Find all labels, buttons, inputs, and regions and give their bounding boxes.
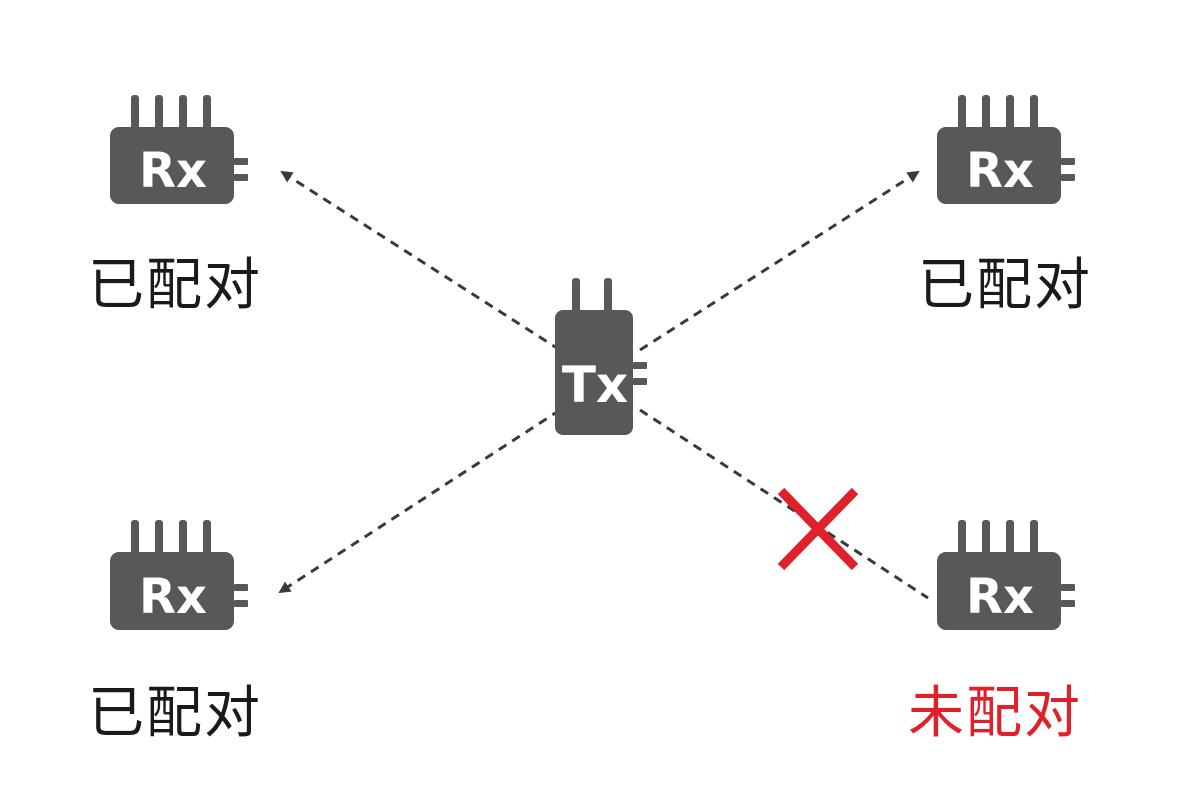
connector-icon bbox=[1061, 158, 1075, 165]
receiver-label: Rx bbox=[966, 569, 1034, 625]
connector-icon bbox=[234, 600, 248, 607]
antenna-icon bbox=[958, 520, 966, 560]
antenna-icon bbox=[1006, 520, 1014, 560]
connector-icon bbox=[1061, 584, 1075, 591]
receiver-device: Rx bbox=[110, 520, 248, 630]
connector-icon bbox=[234, 158, 248, 165]
dashed-arrow-icon bbox=[278, 408, 561, 594]
receiver-label: Rx bbox=[139, 143, 207, 199]
antenna-icon bbox=[131, 95, 139, 135]
connector-icon bbox=[234, 174, 248, 181]
dashed-arrow-icon bbox=[280, 170, 561, 352]
status-label-paired: 已配对 bbox=[88, 681, 262, 746]
transmitter-label: Tx bbox=[562, 356, 628, 414]
antenna-icon bbox=[1030, 95, 1038, 135]
status-label-unpaired: 未配对 bbox=[908, 681, 1082, 746]
antenna-icon bbox=[982, 520, 990, 560]
connector-icon bbox=[234, 584, 248, 591]
antenna-icon bbox=[179, 95, 187, 135]
antenna-icon bbox=[572, 278, 580, 318]
antenna-icon bbox=[1030, 520, 1038, 560]
receiver-device: Rx bbox=[937, 520, 1075, 630]
antenna-icon bbox=[982, 95, 990, 135]
connections bbox=[278, 170, 929, 600]
antenna-icon bbox=[131, 520, 139, 560]
antenna-icon bbox=[604, 278, 612, 318]
antenna-icon bbox=[179, 520, 187, 560]
antenna-icon bbox=[155, 95, 163, 135]
antenna-icon bbox=[203, 95, 211, 135]
receiver-label: Rx bbox=[966, 143, 1034, 199]
antenna-icon bbox=[958, 95, 966, 135]
receiver-label: Rx bbox=[139, 569, 207, 625]
connector-icon bbox=[1061, 600, 1075, 607]
transmitter-device: Tx bbox=[555, 278, 647, 435]
connector-icon bbox=[633, 362, 647, 369]
receiver-device: Rx bbox=[937, 95, 1075, 204]
connector-icon bbox=[1061, 174, 1075, 181]
antenna-icon bbox=[203, 520, 211, 560]
receiver-device: Rx bbox=[110, 95, 248, 204]
antenna-icon bbox=[1006, 95, 1014, 135]
status-label-paired: 已配对 bbox=[88, 253, 262, 318]
status-label-paired: 已配对 bbox=[918, 253, 1092, 318]
dashed-arrow-icon bbox=[639, 170, 920, 352]
connector-icon bbox=[633, 378, 647, 385]
cross-icon bbox=[777, 487, 859, 571]
antenna-icon bbox=[155, 520, 163, 560]
